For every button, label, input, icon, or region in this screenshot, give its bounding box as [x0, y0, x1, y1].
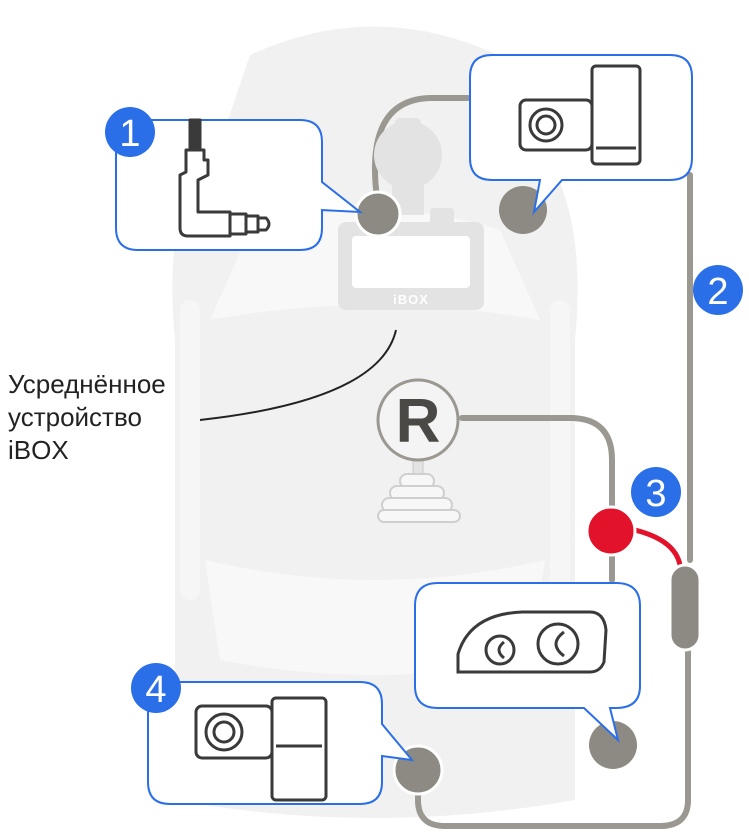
callout-headlight [414, 582, 641, 744]
svg-text:4: 4 [145, 669, 166, 711]
reverse-red-connector [585, 505, 637, 557]
dashcam-device: iBOX [338, 118, 484, 310]
connector-nodes [354, 186, 702, 796]
gear-knob [376, 378, 460, 462]
callout-rear-camera [147, 681, 415, 805]
svg-text:2: 2 [707, 271, 728, 313]
inline-fuse-connector [668, 563, 702, 652]
caption-line-2: устройство [8, 402, 142, 432]
wire-red [632, 527, 683, 568]
connector-node-top-left [354, 190, 402, 238]
step-badge-4: 4 [131, 663, 181, 713]
svg-text:1: 1 [119, 113, 140, 155]
caption-line-3: iBOX [8, 435, 69, 465]
headlight-icon [456, 610, 608, 674]
caption-line-1: Усреднённое [8, 369, 166, 399]
wire-reverse [459, 415, 615, 583]
caption-pointer-line [199, 329, 397, 421]
callout-front-module [469, 54, 693, 216]
wire-right-lower [415, 647, 691, 829]
right-angle-audio-jack-icon [178, 118, 271, 238]
device-caption: Усреднённое устройство iBOX [8, 368, 238, 467]
device-brand-label: iBOX [393, 292, 429, 307]
wire-top [372, 95, 471, 208]
step-badge-1: 1 [105, 107, 155, 157]
radar-module-icon [518, 64, 642, 166]
gear-label: R [396, 387, 441, 456]
step-badge-3: 3 [631, 467, 681, 517]
connector-node-top-right [499, 186, 547, 234]
step-badge-2: 2 [693, 265, 743, 315]
gear-shifter: R [376, 378, 461, 523]
wires [372, 95, 693, 829]
step-badges: 1 2 3 4 [105, 107, 743, 713]
rear-camera-icon [194, 696, 328, 802]
connector-node-lower-right [589, 721, 637, 769]
svg-text:3: 3 [645, 473, 666, 515]
